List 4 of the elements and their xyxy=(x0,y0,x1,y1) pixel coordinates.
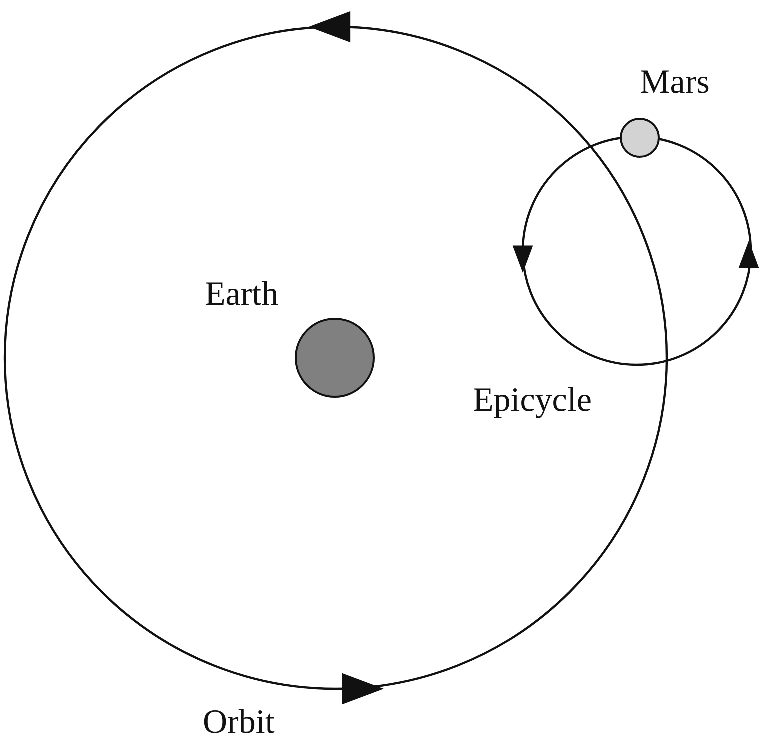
diagram-label: Epicycle xyxy=(473,384,592,418)
planet-label: Mars xyxy=(640,66,710,100)
planet-label: Earth xyxy=(205,278,279,312)
diagram-label: Orbit xyxy=(203,706,275,740)
